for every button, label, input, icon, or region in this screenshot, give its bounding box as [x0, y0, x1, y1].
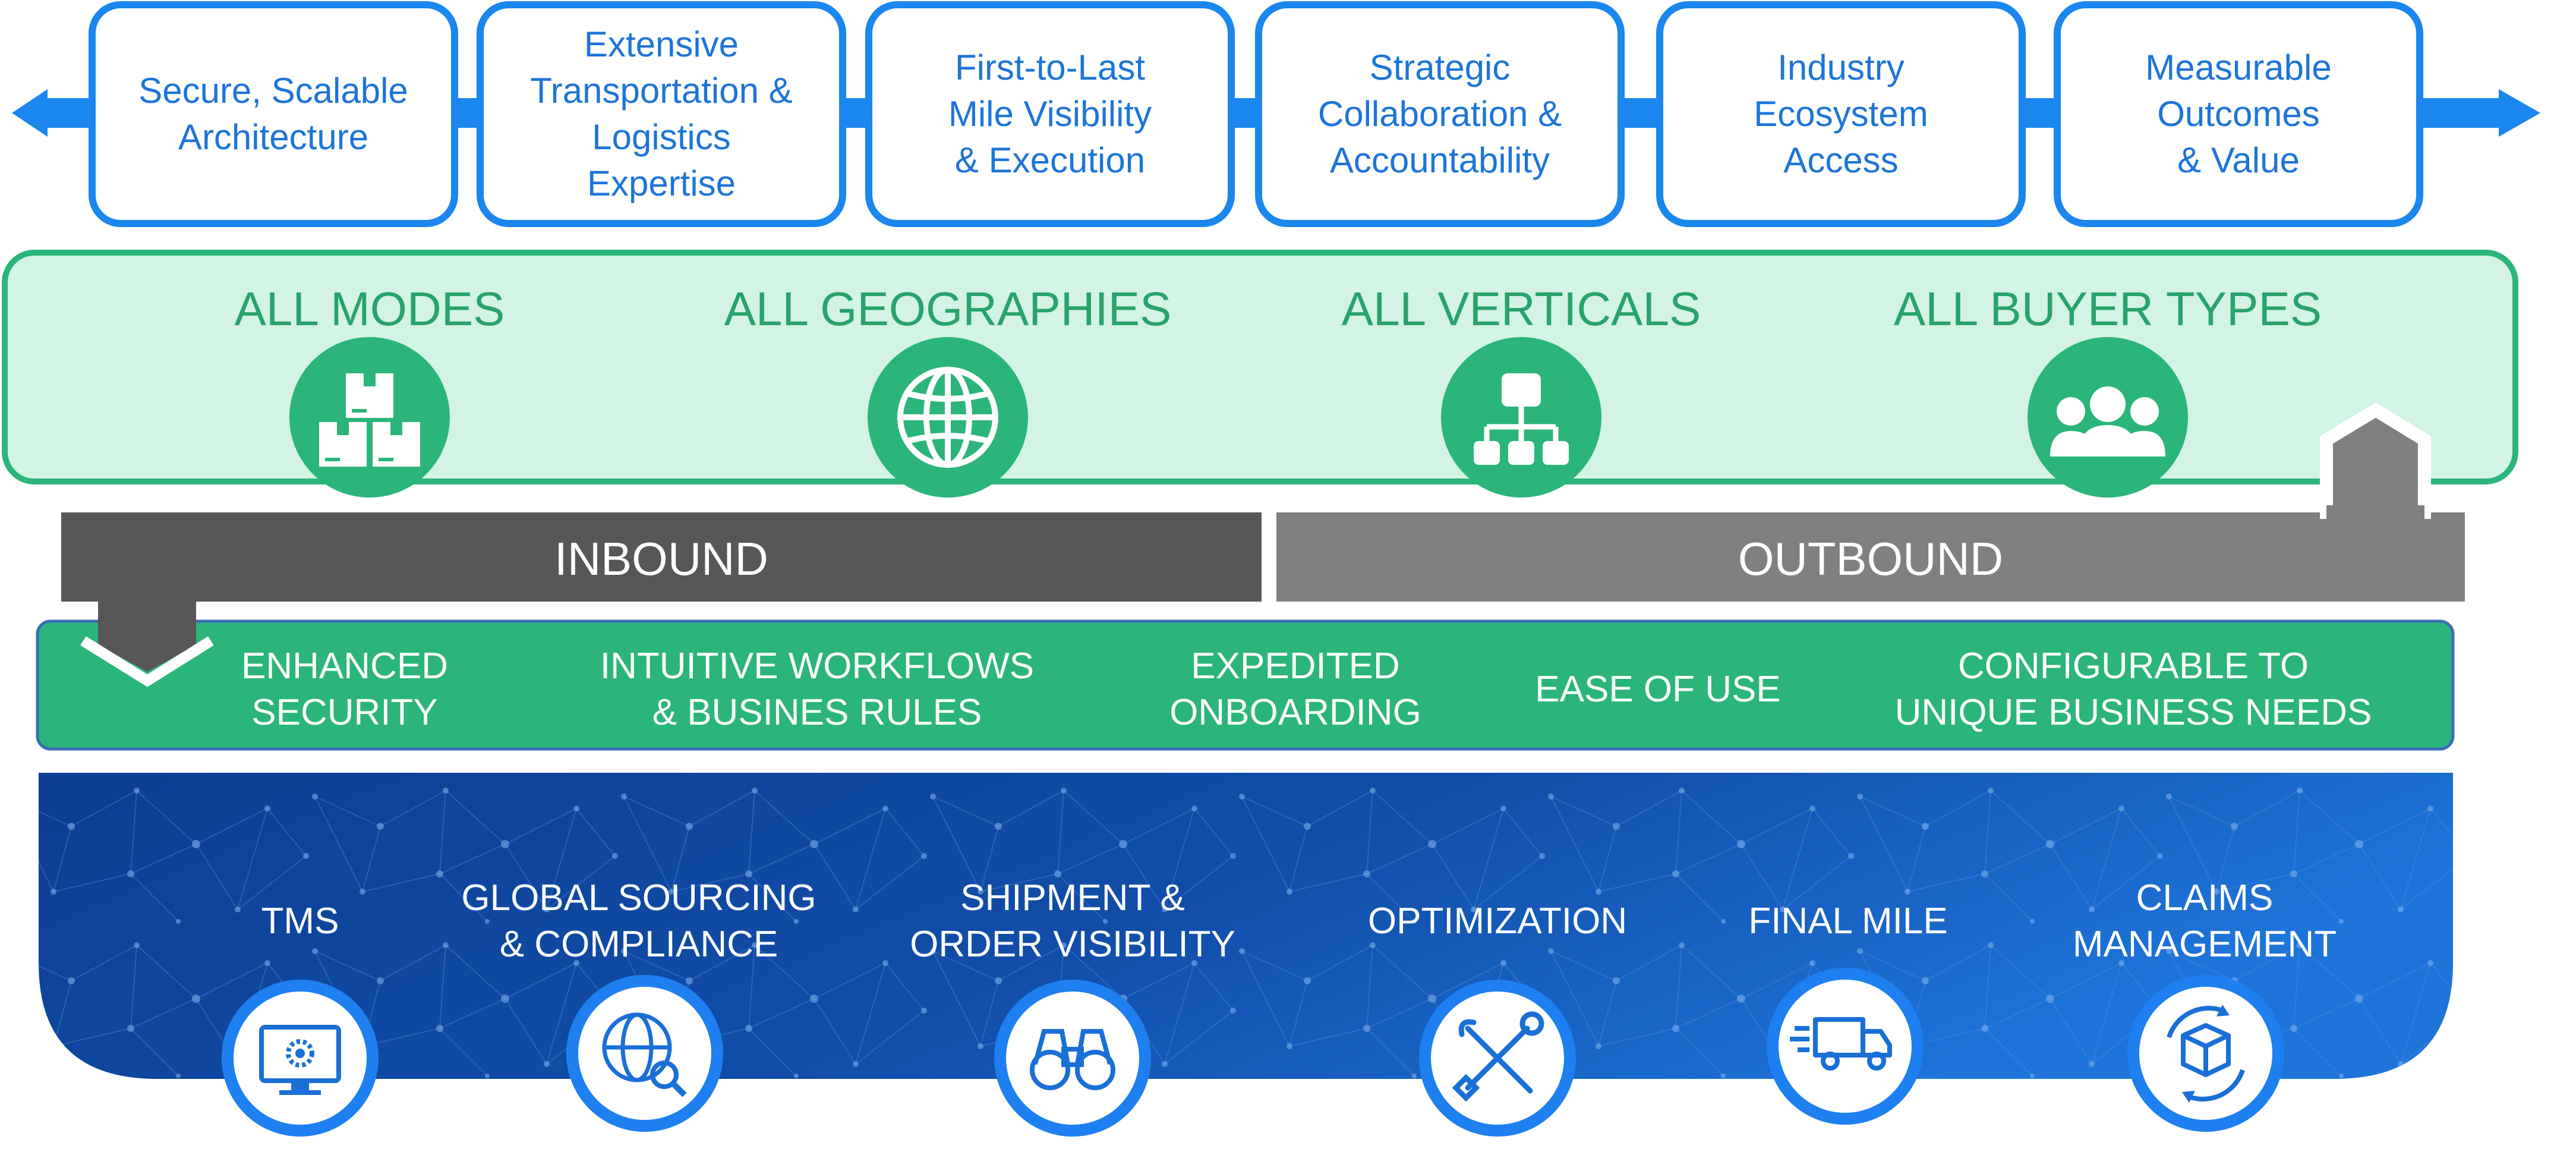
outbound-label: OUTBOUND [1738, 533, 2004, 585]
pillar-label-5: Industry Ecosystem Access [1754, 48, 1928, 180]
binoculars-icon [994, 980, 1151, 1137]
inbound-label: INBOUND [554, 533, 768, 585]
pillar-box-5 [1656, 1, 2026, 227]
solution-final-mile: FINAL MILE [1748, 901, 1948, 942]
pillar-box-4 [1255, 1, 1625, 227]
pillar-box-6 [2054, 1, 2423, 227]
pillar-boxes [89, 1, 2423, 227]
globe-icon [868, 337, 1028, 498]
outbound-arrow [2320, 402, 2431, 519]
package-cycle-icon [2127, 975, 2284, 1132]
coverage-label-geographies: ALL GEOGRAPHIES [724, 282, 1172, 335]
pillar-box-2 [477, 1, 846, 227]
globe-search-icon [566, 975, 723, 1132]
pillar-label-6: Measurable Outcomes & Value [2145, 48, 2332, 180]
feature-ease-of-use: EASE OF USE [1535, 669, 1781, 710]
tools-icon [1419, 980, 1576, 1137]
boxes-icon [289, 337, 450, 498]
feature-expedited-onboarding: EXPEDITED ONBOARDING [1169, 646, 1421, 733]
coverage-label-verticals: ALL VERTICALS [1341, 282, 1701, 335]
pillar-label-2: Extensive Transportation & Logistics Exp… [530, 24, 793, 203]
pillar-label-1: Secure, Scalable Architecture [138, 71, 408, 157]
delivery-truck-icon [1767, 968, 1924, 1125]
hierarchy-icon [1441, 337, 1601, 498]
coverage-band [2, 250, 2518, 484]
pillar-label-4: Strategic Collaboration & Accountability [1317, 48, 1562, 180]
feature-configurable: CONFIGURABLE TO UNIQUE BUSINESS NEEDS [1894, 646, 2372, 733]
solution-optimization: OPTIMIZATION [1367, 901, 1628, 942]
pillar-label-3: First-to-Last Mile Visibility & Executio… [948, 48, 1152, 180]
solution-tms: TMS [261, 901, 339, 942]
feature-enhanced-security: ENHANCED SECURITY [241, 646, 448, 733]
pillar-box-1 [89, 1, 458, 227]
coverage-label-modes: ALL MODES [234, 282, 505, 335]
solution-global-sourcing: GLOBAL SOURCING & COMPLIANCE [461, 877, 816, 965]
solution-claims-management: CLAIMS MANAGEMENT [2072, 877, 2337, 965]
outbound-bar [1276, 512, 2465, 602]
coverage-label-buyer-types: ALL BUYER TYPES [1893, 282, 2322, 335]
users-group-icon [2028, 337, 2188, 498]
inbound-bar [61, 512, 1262, 602]
features-band [36, 619, 2455, 751]
pillar-box-3 [865, 1, 1235, 227]
feature-intuitive-workflows: INTUITIVE WORKFLOWS & BUSINES RULES [600, 646, 1035, 733]
solution-shipment-visibility: SHIPMENT & ORDER VISIBILITY [910, 877, 1235, 965]
monitor-gear-icon [222, 980, 379, 1137]
